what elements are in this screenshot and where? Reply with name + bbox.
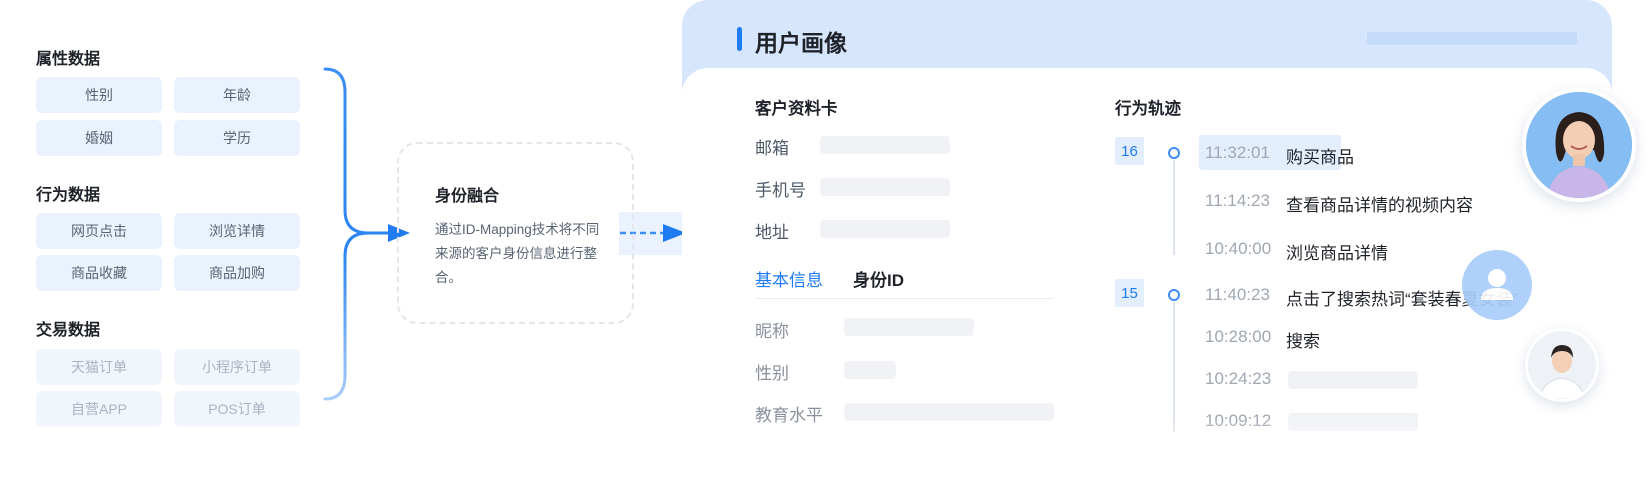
tag-tmall-order[interactable]: 天猫订单 xyxy=(36,349,162,385)
panel-title: 用户画像 xyxy=(755,30,847,56)
bottom-fade-overlay xyxy=(0,418,1650,483)
email-value-placeholder xyxy=(820,136,950,154)
header-placeholder-bar xyxy=(1367,32,1577,45)
tag-marriage[interactable]: 婚姻 xyxy=(36,120,162,156)
date-badge-15: 15 xyxy=(1115,279,1144,307)
phone-value-placeholder xyxy=(820,178,950,196)
section-title-transaction: 交易数据 xyxy=(36,322,101,339)
male-avatar-photo xyxy=(1528,331,1596,399)
timeline-line xyxy=(1173,160,1175,255)
identity-fusion-card: 身份融合 通过ID-Mapping技术将不同来源的客户身份信息进行整合。 xyxy=(397,142,634,324)
arrow-right-icon-2 xyxy=(663,224,686,242)
tag-browse-detail[interactable]: 浏览详情 xyxy=(174,213,300,249)
user-placeholder-avatar[interactable] xyxy=(1462,250,1532,320)
identity-fusion-title: 身份融合 xyxy=(435,188,500,205)
tag-age[interactable]: 年龄 xyxy=(174,77,300,113)
date-badge-16: 16 xyxy=(1115,137,1144,165)
arrow-right-icon xyxy=(388,224,410,242)
field-label-gender: 性别 xyxy=(755,364,789,383)
field-label-email: 邮箱 xyxy=(755,139,789,158)
tag-add-cart[interactable]: 商品加购 xyxy=(174,255,300,291)
timeline-event[interactable]: 点击了搜索热词“套装春夏女装” xyxy=(1286,290,1519,309)
tab-identity-id[interactable]: 身份ID xyxy=(853,271,904,290)
timeline-event[interactable]: 查看商品详情的视频内容 xyxy=(1286,196,1473,215)
timeline-event[interactable]: 浏览商品详情 xyxy=(1286,244,1388,263)
female-avatar-photo xyxy=(1526,92,1632,198)
gender-value-placeholder xyxy=(844,361,896,379)
female-customer-avatar[interactable] xyxy=(1522,88,1636,202)
timeline-time: 10:24:23 xyxy=(1205,369,1272,388)
timeline-event[interactable]: 购买商品 xyxy=(1286,148,1354,167)
timeline-dot xyxy=(1168,147,1180,159)
tab-basic-info[interactable]: 基本信息 xyxy=(755,271,823,290)
section-title-attribute: 属性数据 xyxy=(36,51,101,68)
tag-gender[interactable]: 性别 xyxy=(36,77,162,113)
tag-education[interactable]: 学历 xyxy=(174,120,300,156)
male-customer-avatar[interactable] xyxy=(1525,328,1599,402)
education-value-placeholder xyxy=(844,403,1054,421)
merge-bracket-connector xyxy=(323,67,686,401)
field-label-address: 地址 xyxy=(755,223,789,242)
timeline-title: 行为轨迹 xyxy=(1115,100,1181,118)
field-label-nickname: 昵称 xyxy=(755,322,789,341)
timeline-line xyxy=(1173,302,1175,432)
tag-favorite[interactable]: 商品收藏 xyxy=(36,255,162,291)
nickname-value-placeholder xyxy=(844,318,974,336)
timeline-time: 11:32:01 xyxy=(1205,143,1270,162)
field-label-phone: 手机号 xyxy=(755,181,806,200)
tag-page-click[interactable]: 网页点击 xyxy=(36,213,162,249)
timeline-time: 10:28:00 xyxy=(1205,327,1272,346)
title-accent-bar xyxy=(737,27,742,51)
section-title-behavior: 行为数据 xyxy=(36,187,101,204)
timeline-time: 10:40:00 xyxy=(1205,239,1272,258)
address-value-placeholder xyxy=(820,220,950,238)
tag-miniprogram-order[interactable]: 小程序订单 xyxy=(174,349,300,385)
identity-fusion-description: 通过ID-Mapping技术将不同来源的客户身份信息进行整合。 xyxy=(435,222,600,285)
profile-card-title: 客户资料卡 xyxy=(755,100,838,118)
timeline-time: 11:40:23 xyxy=(1205,285,1270,304)
timeline-row-highlight xyxy=(1199,135,1341,170)
timeline-event-placeholder xyxy=(1288,371,1418,389)
user-icon xyxy=(1481,269,1513,300)
timeline-event[interactable]: 搜索 xyxy=(1286,332,1320,351)
timeline-time: 11:14:23 xyxy=(1205,191,1270,210)
timeline-dot xyxy=(1168,289,1180,301)
tab-divider xyxy=(755,298,1054,299)
